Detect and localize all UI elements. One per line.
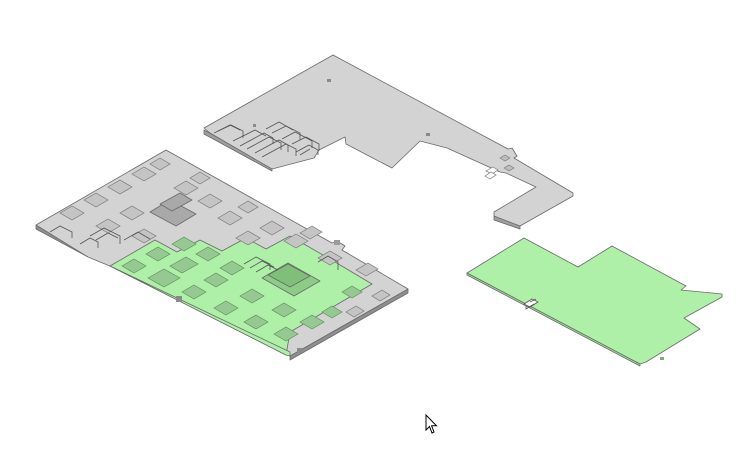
upper-floor-detail xyxy=(499,154,511,162)
upper-floor-detail xyxy=(503,164,515,172)
green-floor-column xyxy=(660,357,664,360)
composite-gray-rooms xyxy=(59,157,391,318)
upper-floor-column xyxy=(327,79,331,82)
composite-column xyxy=(297,348,302,353)
composite-column xyxy=(334,240,340,245)
composite-green-rooms xyxy=(121,236,363,342)
upper-floor-opening xyxy=(484,171,497,180)
upper-floor-column xyxy=(426,133,430,136)
green-floor-top-face[interactable] xyxy=(466,237,723,365)
upper-floor-rooms xyxy=(213,121,320,158)
composite-column xyxy=(176,296,182,302)
floor-plate-composite[interactable] xyxy=(35,149,409,361)
upper-floor-plate[interactable] xyxy=(203,54,574,230)
upper-floor-top-face[interactable] xyxy=(203,54,574,227)
green-floor-stair xyxy=(523,298,539,310)
upper-floor-column xyxy=(253,124,256,127)
arrow-pointer-icon xyxy=(425,414,439,436)
composite-stair-details xyxy=(49,225,339,273)
green-floor-plate[interactable] xyxy=(466,237,723,367)
